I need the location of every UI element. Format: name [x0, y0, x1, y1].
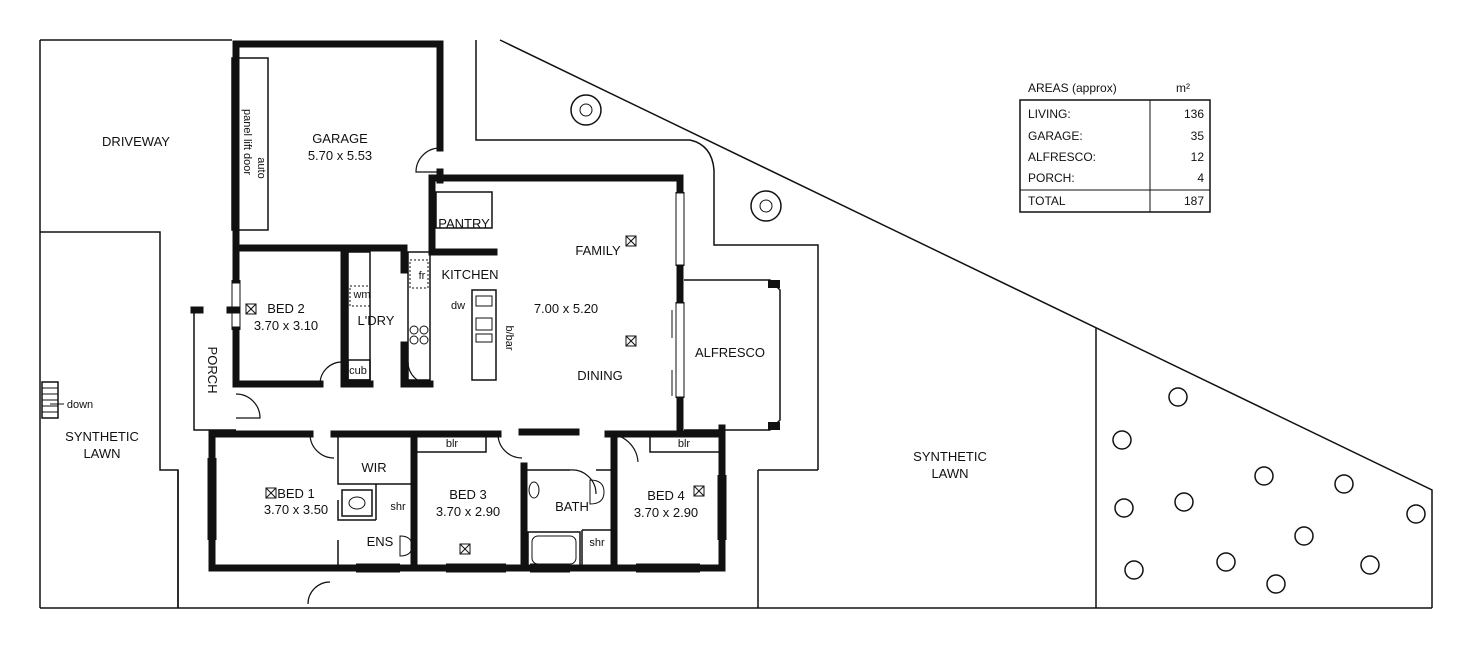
garage-door-note-1: auto	[255, 157, 267, 178]
laundry-label: L'DRY	[358, 313, 395, 328]
areas-row-value: 35	[1191, 129, 1205, 143]
wir-label: WIR	[361, 460, 386, 475]
alfresco-area	[684, 279, 781, 431]
garage-size: 5.70 x 5.53	[308, 148, 372, 163]
bed4-size: 3.70 x 2.90	[634, 505, 698, 520]
bed3-label: BED 3	[449, 487, 487, 502]
bed3-robe-label: blr	[446, 438, 459, 450]
porch-label: PORCH	[205, 347, 220, 394]
door-swings	[235, 147, 639, 605]
stairs	[41, 381, 64, 419]
bed2-label: BED 2	[267, 301, 305, 316]
garage-label: GARAGE	[312, 131, 368, 146]
site-boundary	[39, 39, 1433, 609]
ens-label: ENS	[367, 534, 394, 549]
areas-row-label: ALFRESCO:	[1028, 150, 1096, 164]
fixtures	[341, 191, 605, 569]
bath-label: BATH	[555, 499, 589, 514]
stairs-label: down	[67, 399, 93, 411]
fan-markers	[245, 235, 705, 555]
bath-shower-label: shr	[589, 537, 605, 549]
dining-label: DINING	[577, 368, 623, 383]
pantry-label: PANTRY	[438, 216, 490, 231]
bed3-size: 3.70 x 2.90	[436, 504, 500, 519]
trees	[570, 94, 782, 222]
areas-total-label: TOTAL	[1028, 194, 1066, 208]
areas-total-value: 187	[1184, 194, 1204, 208]
bed4-robe-label: blr	[678, 438, 691, 450]
breakfast-bar-label: b/bar	[503, 325, 515, 350]
areas-row-value: 4	[1197, 171, 1204, 185]
openings	[207, 57, 727, 573]
room-labels: DRIVEWAY GARAGE 5.70 x 5.53 auto panel l…	[65, 109, 987, 549]
areas-row-value: 136	[1184, 107, 1204, 121]
areas-row-label: GARAGE:	[1028, 129, 1083, 143]
areas-row-value: 12	[1191, 150, 1205, 164]
kitchen-label: KITCHEN	[441, 267, 498, 282]
areas-table: AREAS (approx) m² LIVING: 136 GARAGE: 35…	[1019, 81, 1211, 213]
dishwasher-label: dw	[451, 300, 465, 312]
bed1-size: 3.70 x 3.50	[264, 502, 328, 517]
areas-row-label: PORCH:	[1028, 171, 1075, 185]
garage-door-note-2: panel lift door	[241, 109, 253, 175]
cupboard-label: cub	[349, 365, 367, 377]
washing-machine-label: wm	[352, 289, 370, 301]
bed4-label: BED 4	[647, 488, 685, 503]
alfresco-label: ALFRESCO	[695, 345, 765, 360]
shrubs	[1112, 387, 1426, 594]
family-label: FAMILY	[575, 243, 621, 258]
lawn-left-label-1: SYNTHETIC	[65, 429, 139, 444]
ens-shower-label: shr	[390, 501, 406, 513]
bed2-size: 3.70 x 3.10	[254, 318, 318, 333]
lawn-right-label-2: LAWN	[931, 466, 968, 481]
bed1-label: BED 1	[277, 486, 315, 501]
lawn-right-label-1: SYNTHETIC	[913, 449, 987, 464]
house-walls	[190, 40, 726, 572]
lawn-left-label-2: LAWN	[83, 446, 120, 461]
driveway-label: DRIVEWAY	[102, 134, 170, 149]
fridge-label: fr	[419, 270, 426, 282]
areas-title: AREAS (approx)	[1028, 81, 1117, 95]
areas-row-label: LIVING:	[1028, 107, 1071, 121]
areas-unit: m²	[1176, 81, 1190, 95]
family-size: 7.00 x 5.20	[534, 301, 598, 316]
